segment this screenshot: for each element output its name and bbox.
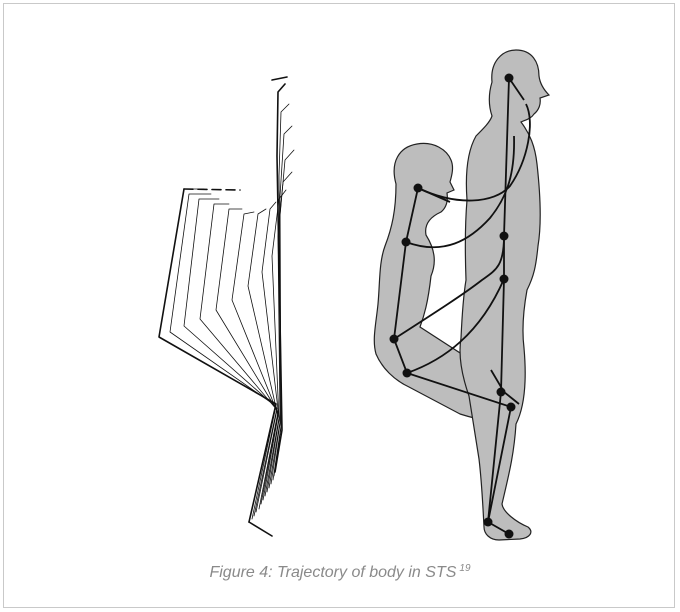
front-knee-joint (507, 403, 516, 412)
standing-hip-joint (500, 275, 509, 284)
seated-shoulder-joint (414, 184, 423, 193)
figure-illustration (4, 4, 676, 556)
ankle-joint (484, 518, 493, 527)
seated-knee-joint (390, 335, 399, 344)
trajectory-first-frame (159, 189, 276, 536)
seated-hip-joint (402, 238, 411, 247)
seated-ankle-joint (403, 369, 412, 378)
figure-caption-text: Figure 4: Trajectory of body in STS (209, 564, 456, 581)
standing-head-joint (505, 74, 514, 83)
trajectory-stick-diagram (159, 77, 294, 536)
standing-knee-joint (497, 388, 506, 397)
standing-body-silhouette (460, 50, 549, 540)
standing-shoulder-joint (500, 232, 509, 241)
trajectory-fan-lines (159, 84, 294, 522)
figure-citation-ref[interactable]: 19 (459, 563, 470, 574)
toe-joint (505, 530, 514, 539)
body-silhouettes (374, 50, 549, 540)
